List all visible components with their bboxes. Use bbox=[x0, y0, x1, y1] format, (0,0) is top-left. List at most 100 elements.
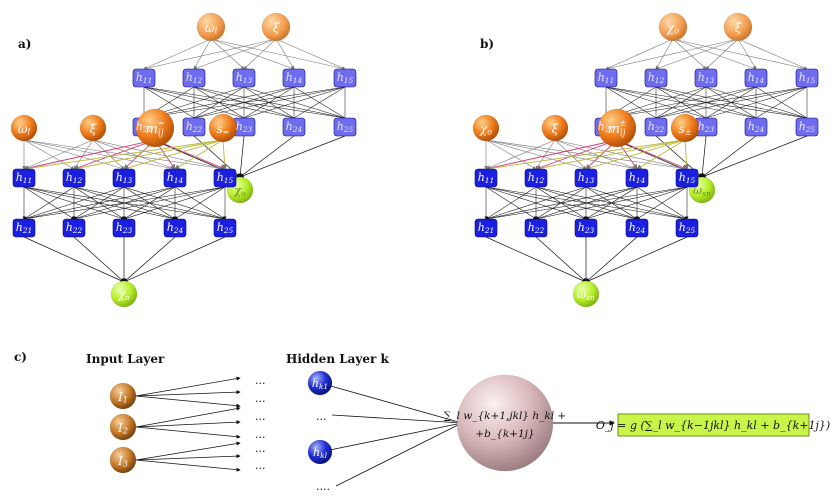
back-output-edge bbox=[239, 135, 346, 178]
input-edge bbox=[23, 139, 75, 170]
hidden-label: h11 bbox=[478, 171, 495, 185]
back-hidden-label: h23 bbox=[698, 120, 715, 134]
ellipsis: ... bbox=[255, 459, 266, 472]
hidden-node bbox=[62, 168, 86, 188]
back-input-edge bbox=[605, 38, 674, 70]
output-edge bbox=[585, 236, 688, 283]
ellipsis: .... bbox=[316, 480, 330, 493]
back-output-edge bbox=[700, 135, 707, 178]
hidden-edge bbox=[23, 186, 75, 220]
output-edge bbox=[23, 236, 125, 283]
hidden-sphere bbox=[307, 439, 333, 465]
back-hidden-label: h24 bbox=[286, 120, 303, 134]
back-hidden-label: h13 bbox=[698, 71, 715, 85]
back-hidden-edge bbox=[705, 86, 808, 119]
hidden-edge bbox=[485, 186, 587, 220]
hidden-label: h14 bbox=[629, 171, 646, 185]
output-formula-box bbox=[617, 413, 810, 437]
input-edge bbox=[23, 139, 94, 170]
input-label: ξ bbox=[552, 122, 560, 136]
back-hidden-label: h23 bbox=[236, 120, 253, 134]
back-hidden-edge bbox=[193, 86, 346, 119]
hidden-edge bbox=[535, 186, 688, 221]
back-hidden-node bbox=[744, 68, 768, 88]
input-edge bbox=[616, 139, 688, 170]
hidden-label: h23 bbox=[578, 221, 595, 235]
hidden-node bbox=[675, 168, 699, 188]
input-edge bbox=[23, 139, 224, 172]
output-formula: O_j = g (∑_l w_{k−1jkl} h_kl + b_{k+1j}) bbox=[596, 419, 830, 432]
back-hidden-node bbox=[795, 117, 819, 137]
input-edge bbox=[485, 139, 638, 171]
back-hidden-node bbox=[694, 68, 718, 88]
hidden-label: h25 bbox=[217, 221, 234, 235]
input-edge bbox=[174, 139, 224, 170]
hidden-sphere-label: hkl bbox=[313, 446, 328, 460]
input-fan-arrow bbox=[135, 395, 241, 408]
hidden-label: h21 bbox=[16, 221, 33, 235]
back-input-label: ξ bbox=[735, 21, 743, 35]
back-output-edge bbox=[238, 135, 245, 178]
hidden-node bbox=[163, 218, 187, 238]
input-node bbox=[541, 114, 569, 142]
input-edge bbox=[554, 139, 638, 170]
output-edge bbox=[485, 236, 587, 283]
input-sphere-label: I3 bbox=[117, 454, 128, 469]
hidden-to-neuron-arrow bbox=[331, 414, 463, 426]
output-edge bbox=[585, 236, 638, 283]
hidden-label: h22 bbox=[66, 221, 83, 235]
back-hidden-label: h24 bbox=[748, 120, 765, 134]
back-hidden-label: h14 bbox=[286, 71, 303, 85]
back-input-edge bbox=[672, 38, 757, 70]
hidden-edge bbox=[485, 186, 688, 221]
back-input-edge bbox=[737, 38, 757, 70]
ellipsis: ... bbox=[255, 428, 266, 441]
hidden-node bbox=[524, 218, 548, 238]
ellipsis: ... bbox=[255, 374, 266, 387]
back-input-edge bbox=[605, 38, 739, 71]
back-input-edge bbox=[143, 38, 277, 71]
input-layer-title: Input Layer bbox=[86, 352, 165, 366]
hidden-node bbox=[112, 168, 136, 188]
back-hidden-label: h25 bbox=[337, 120, 354, 134]
back-hidden-edge bbox=[605, 86, 757, 119]
back-hidden-node bbox=[182, 117, 206, 137]
back-hidden-node bbox=[594, 68, 618, 88]
output-label: χo bbox=[117, 288, 130, 302]
hidden-node bbox=[474, 218, 498, 238]
back-hidden-label: h22 bbox=[648, 120, 665, 134]
hidden-sphere bbox=[307, 370, 333, 396]
input-edge bbox=[535, 139, 556, 170]
panel-label: c) bbox=[14, 350, 27, 364]
back-input-edge bbox=[143, 38, 212, 70]
back-input-edge bbox=[275, 38, 295, 70]
back-input-edge bbox=[737, 38, 808, 70]
back-hidden-edge bbox=[655, 86, 808, 119]
hidden-label: h25 bbox=[679, 221, 696, 235]
output-edge bbox=[73, 236, 125, 283]
extra-input-node bbox=[135, 108, 175, 148]
back-input-node bbox=[261, 12, 291, 42]
back-input-edge bbox=[210, 38, 346, 71]
output-node bbox=[572, 280, 600, 308]
back-input-node bbox=[723, 12, 753, 42]
back-input-edge bbox=[210, 38, 245, 70]
input-sphere-label: I2 bbox=[117, 421, 128, 436]
input-edge bbox=[23, 139, 156, 171]
input-edge bbox=[554, 139, 688, 171]
connection-layer bbox=[22, 38, 808, 487]
hidden-node bbox=[213, 168, 237, 188]
extra-input-label: mij± bbox=[608, 119, 627, 139]
input-edge bbox=[123, 139, 224, 171]
back-input-edge bbox=[275, 38, 346, 70]
back-hidden-label: h14 bbox=[748, 71, 765, 85]
hidden-to-neuron-arrow bbox=[319, 382, 463, 425]
back-output-edge bbox=[701, 135, 808, 178]
input-sphere-label: I1 bbox=[117, 390, 128, 405]
input-edge bbox=[23, 139, 125, 170]
side-output-label: χo bbox=[233, 184, 246, 198]
input-fan-arrow bbox=[135, 454, 241, 461]
back-input-edge bbox=[672, 38, 707, 70]
input-node bbox=[472, 114, 500, 142]
back-hidden-node bbox=[182, 68, 206, 88]
